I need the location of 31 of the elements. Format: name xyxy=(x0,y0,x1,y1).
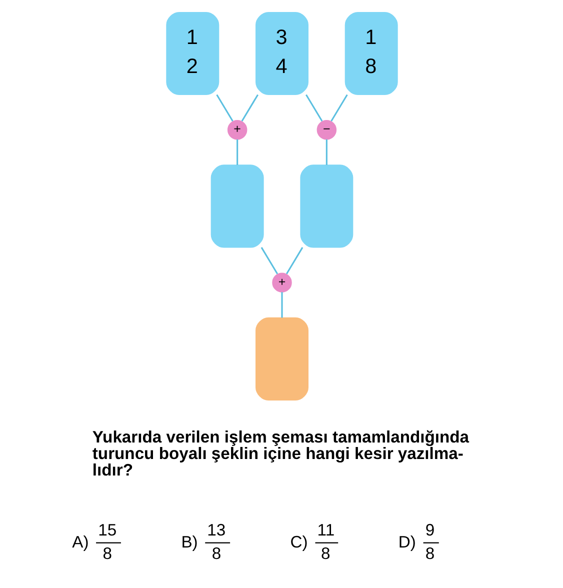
connector xyxy=(260,247,278,274)
connector xyxy=(330,94,348,122)
label: 13 xyxy=(206,520,226,540)
node-circle: + xyxy=(272,272,292,292)
label: 11 xyxy=(316,520,334,540)
connector xyxy=(280,292,282,318)
node-box: 3 4 xyxy=(255,12,308,96)
label: 8 xyxy=(320,544,330,564)
label: 8 xyxy=(424,544,434,564)
node-box: 1 2 xyxy=(166,12,219,96)
node-box: 1 8 xyxy=(344,12,398,96)
node-box xyxy=(255,317,308,400)
node-box xyxy=(300,164,353,248)
node-circle: + xyxy=(226,120,247,140)
connector xyxy=(285,247,303,274)
connector xyxy=(325,139,327,166)
label: 15 xyxy=(98,520,116,540)
node-box xyxy=(210,164,264,248)
node-circle: − xyxy=(316,120,336,140)
connector xyxy=(216,94,233,122)
connector xyxy=(236,139,238,166)
label: A) xyxy=(72,532,88,552)
label: C) xyxy=(290,532,308,552)
connector xyxy=(240,94,258,122)
connector xyxy=(305,94,322,122)
label: D) xyxy=(398,532,416,552)
label: 9 xyxy=(424,520,434,540)
label: 8 xyxy=(211,544,221,564)
label: 8 xyxy=(102,544,112,564)
label: Yukarıda verilen işlem şeması tamamlandığında turuncu boyalı şeklin içine hangi kesir yazılma- lıdır? xyxy=(92,427,469,480)
label: B) xyxy=(180,532,198,552)
